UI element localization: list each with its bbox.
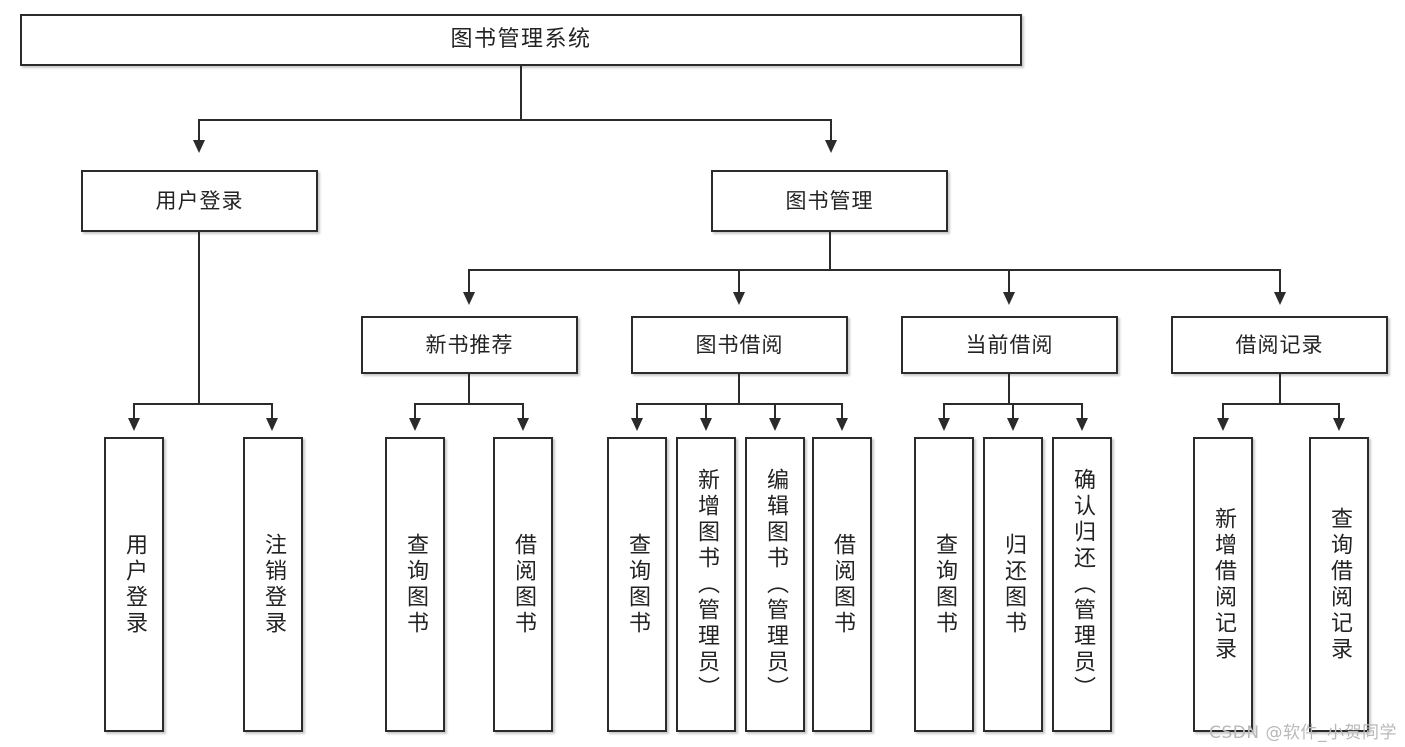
node-label: 借阅图书 xyxy=(511,532,536,637)
arrowhead-book-borrow xyxy=(733,292,745,305)
node-user-login[interactable]: 用户登录 xyxy=(81,170,318,232)
arrowhead-leaf-user-logout xyxy=(266,418,278,431)
edge-br-to-leaf-0 xyxy=(1222,403,1224,421)
edge-nbr-stem xyxy=(468,374,470,404)
arrowhead-to-book-manage xyxy=(825,140,837,153)
node-label: 图书管理 xyxy=(785,188,874,213)
edge-nbr-to-leaf-1 xyxy=(522,403,524,421)
node-leaf-query-record[interactable]: 查询借阅记录 xyxy=(1309,437,1369,732)
node-label: 确认归还（管理员） xyxy=(1070,467,1095,702)
node-label: 查询图书 xyxy=(932,532,957,637)
arrowhead-leaf-add-book xyxy=(700,418,712,431)
node-leaf-query-book-2[interactable]: 查询图书 xyxy=(607,437,667,732)
node-label: 新书推荐 xyxy=(425,332,514,357)
node-label: 当前借阅 xyxy=(965,332,1054,357)
edge-bb-to-leaf-3 xyxy=(841,403,843,421)
edge-bb-bus xyxy=(636,403,842,405)
node-label: 注销登录 xyxy=(261,532,286,637)
node-leaf-return-book[interactable]: 归还图书 xyxy=(983,437,1043,732)
node-label: 图书借阅 xyxy=(695,332,784,357)
node-leaf-borrow-book-2[interactable]: 借阅图书 xyxy=(812,437,872,732)
node-leaf-user-login[interactable]: 用户登录 xyxy=(104,437,164,732)
node-leaf-user-logout[interactable]: 注销登录 xyxy=(243,437,303,732)
node-label: 用户登录 xyxy=(122,532,147,637)
edge-bm-to-book-borrow xyxy=(738,269,740,295)
node-label: 用户登录 xyxy=(155,188,244,213)
edge-book-manage-bus xyxy=(468,269,1281,271)
arrowhead-leaf-user-login xyxy=(128,418,140,431)
arrowhead-to-user-login xyxy=(193,140,205,153)
node-label: 借阅图书 xyxy=(830,532,855,637)
arrowhead-leaf-add-record xyxy=(1217,418,1229,431)
node-leaf-edit-book[interactable]: 编辑图书（管理员） xyxy=(745,437,805,732)
edge-cb-to-leaf-1 xyxy=(1012,403,1014,421)
node-label: 编辑图书（管理员） xyxy=(763,467,788,702)
arrowhead-leaf-query-record xyxy=(1333,418,1345,431)
node-book-borrow[interactable]: 图书借阅 xyxy=(631,316,848,374)
edge-book-manage-stem xyxy=(829,232,831,270)
edge-cb-to-leaf-0 xyxy=(943,403,945,421)
arrowhead-borrow-record xyxy=(1274,292,1286,305)
node-new-book-recommend[interactable]: 新书推荐 xyxy=(361,316,578,374)
edge-user-login-stem xyxy=(198,232,200,404)
edge-bm-to-current-borrow xyxy=(1008,269,1010,295)
edge-bb-to-leaf-1 xyxy=(705,403,707,421)
node-label: 图书管理系统 xyxy=(450,27,592,53)
edge-nbr-bus xyxy=(414,403,524,405)
arrowhead-leaf-query-book-2 xyxy=(631,418,643,431)
edge-bm-to-borrow-record xyxy=(1279,269,1281,295)
node-leaf-confirm-return[interactable]: 确认归还（管理员） xyxy=(1052,437,1112,732)
node-label: 新增借阅记录 xyxy=(1211,506,1236,663)
node-label: 新增图书（管理员） xyxy=(694,467,719,702)
edge-br-bus xyxy=(1222,403,1339,405)
arrowhead-leaf-borrow-book-1 xyxy=(517,418,529,431)
edge-root-to-book-manage xyxy=(830,119,832,143)
node-root-图书管理系统[interactable]: 图书管理系统 xyxy=(20,14,1022,66)
edge-bb-to-leaf-0 xyxy=(636,403,638,421)
edge-user-login-bus xyxy=(133,403,272,405)
edge-bb-to-leaf-2 xyxy=(774,403,776,421)
node-leaf-add-record[interactable]: 新增借阅记录 xyxy=(1193,437,1253,732)
csdn-watermark: CSDN @软件_小贺同学 xyxy=(1209,723,1397,743)
node-leaf-query-book-1[interactable]: 查询图书 xyxy=(385,437,445,732)
node-label: 查询图书 xyxy=(625,532,650,637)
node-leaf-borrow-book-1[interactable]: 借阅图书 xyxy=(493,437,553,732)
node-label: 查询图书 xyxy=(403,532,428,637)
edge-root-bus xyxy=(198,119,832,121)
node-label: 归还图书 xyxy=(1001,532,1026,637)
arrowhead-leaf-confirm-return xyxy=(1076,418,1088,431)
edge-root-to-user-login xyxy=(198,119,200,143)
node-borrow-record[interactable]: 借阅记录 xyxy=(1171,316,1388,374)
arrowhead-leaf-query-book-3 xyxy=(938,418,950,431)
node-leaf-add-book[interactable]: 新增图书（管理员） xyxy=(676,437,736,732)
edge-cb-to-leaf-2 xyxy=(1081,403,1083,421)
arrowhead-leaf-query-book-1 xyxy=(409,418,421,431)
edge-user-login-to-leaf-1 xyxy=(271,403,273,421)
edge-bm-to-new-book-recommend xyxy=(468,269,470,295)
node-current-borrow[interactable]: 当前借阅 xyxy=(901,316,1118,374)
node-label: 查询借阅记录 xyxy=(1327,506,1352,663)
arrowhead-leaf-return-book xyxy=(1007,418,1019,431)
node-label: 借阅记录 xyxy=(1235,332,1324,357)
edge-br-to-leaf-1 xyxy=(1338,403,1340,421)
arrowhead-current-borrow xyxy=(1003,292,1015,305)
node-book-manage[interactable]: 图书管理 xyxy=(711,170,948,232)
arrowhead-leaf-borrow-book-2 xyxy=(836,418,848,431)
arrowhead-leaf-edit-book xyxy=(769,418,781,431)
edge-bb-stem xyxy=(738,374,740,404)
edge-user-login-to-leaf-0 xyxy=(133,403,135,421)
arrowhead-new-book-recommend xyxy=(463,292,475,305)
edge-nbr-to-leaf-0 xyxy=(414,403,416,421)
edge-root-stem xyxy=(520,66,522,120)
node-leaf-query-book-3[interactable]: 查询图书 xyxy=(914,437,974,732)
edge-cb-stem xyxy=(1008,374,1010,404)
edge-br-stem xyxy=(1279,374,1281,404)
